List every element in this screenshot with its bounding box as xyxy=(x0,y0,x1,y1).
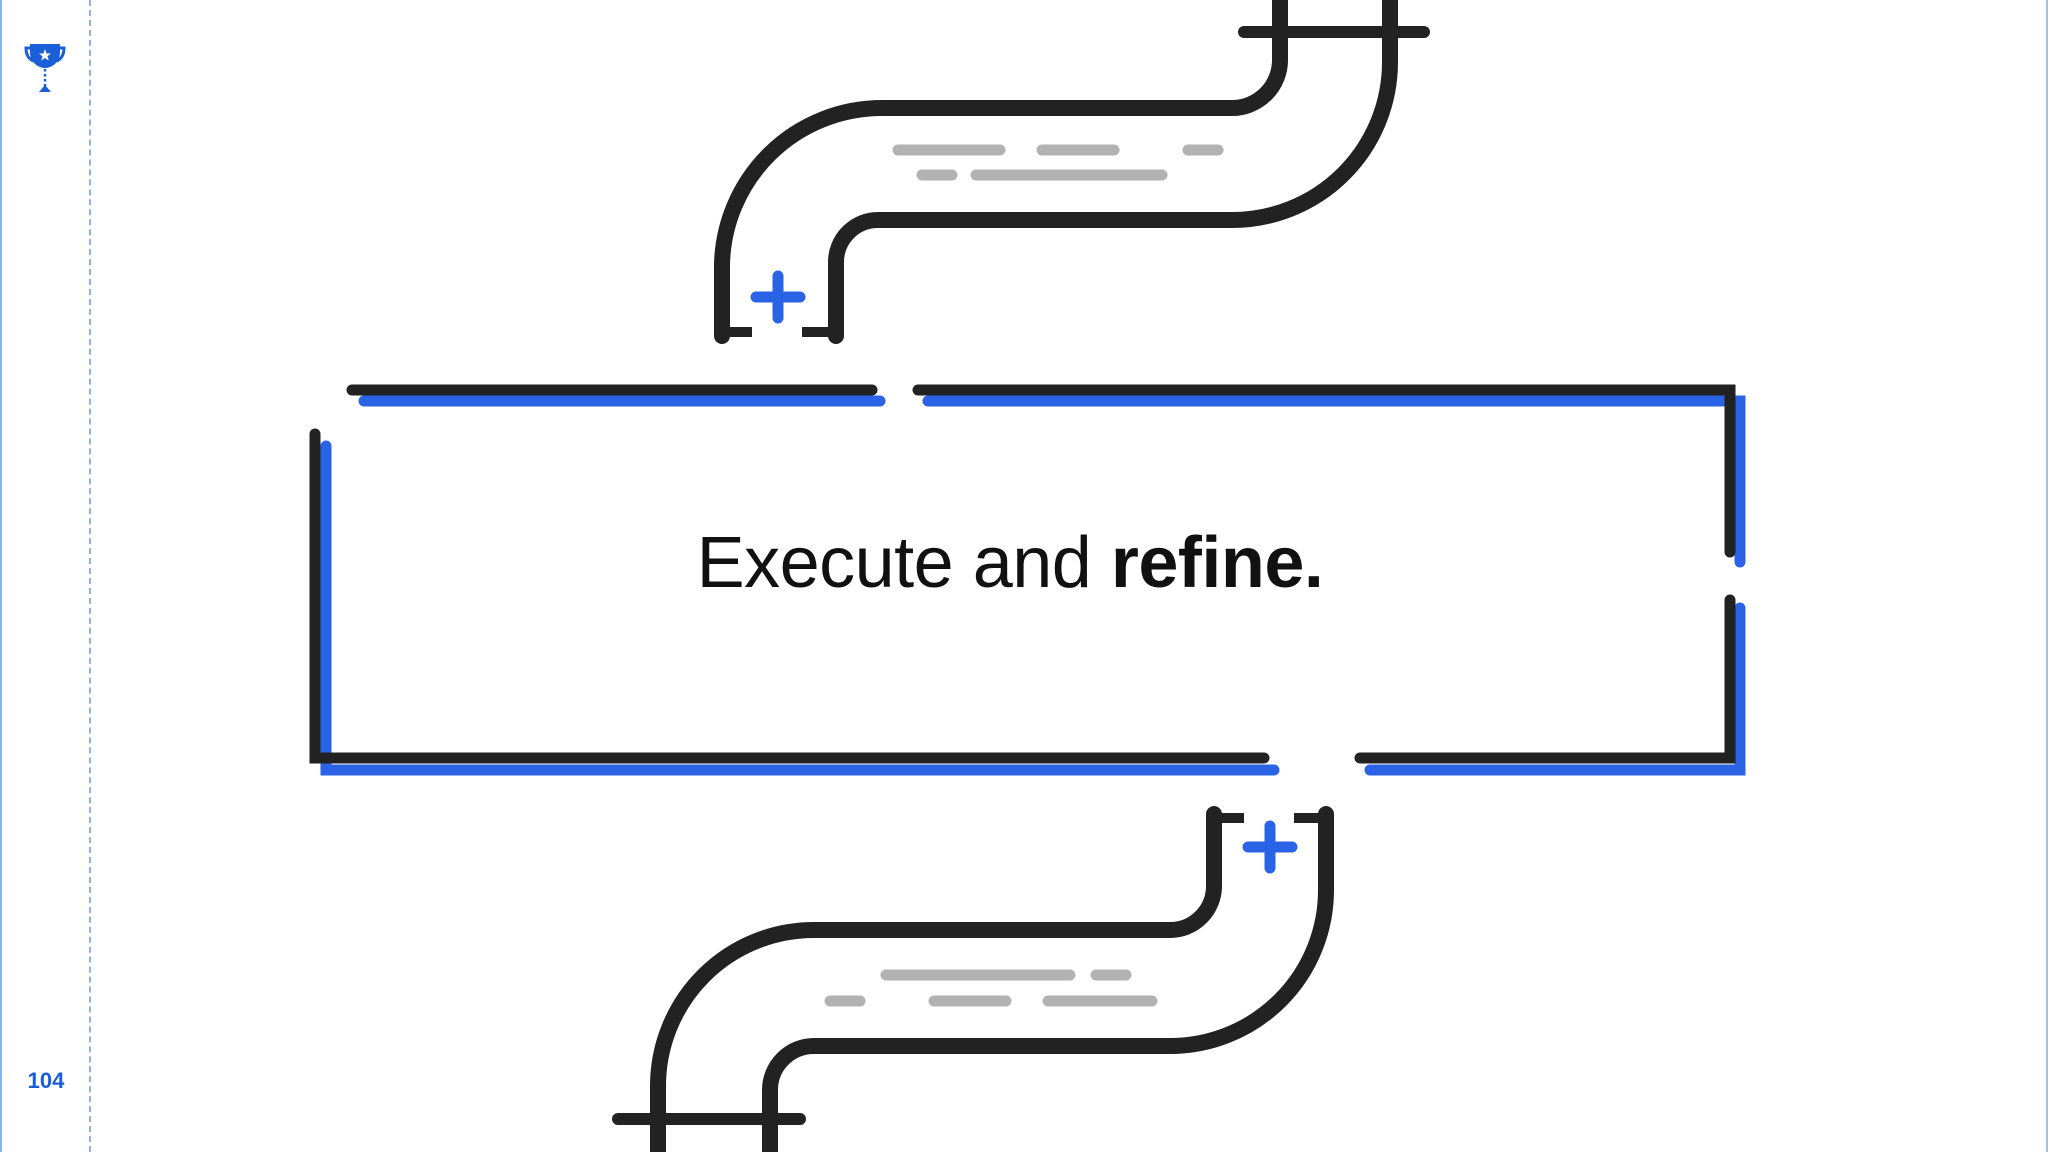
bottom-pipe xyxy=(612,806,1334,1152)
rail-dashed-divider xyxy=(89,0,91,1152)
headline-bold-text: refine. xyxy=(1110,523,1324,603)
headline-regular-text: Execute and xyxy=(696,523,1111,603)
page-number: 104 xyxy=(27,1068,65,1093)
central-frame xyxy=(309,384,1746,776)
right-edge-line xyxy=(2046,0,2048,1152)
top-pipe xyxy=(714,0,1430,344)
trophy-icon xyxy=(24,44,66,92)
slide-headline: Execute and refine. xyxy=(270,522,1750,604)
left-rail: 104 xyxy=(0,0,91,1152)
rail-edge-line xyxy=(0,0,2,1152)
